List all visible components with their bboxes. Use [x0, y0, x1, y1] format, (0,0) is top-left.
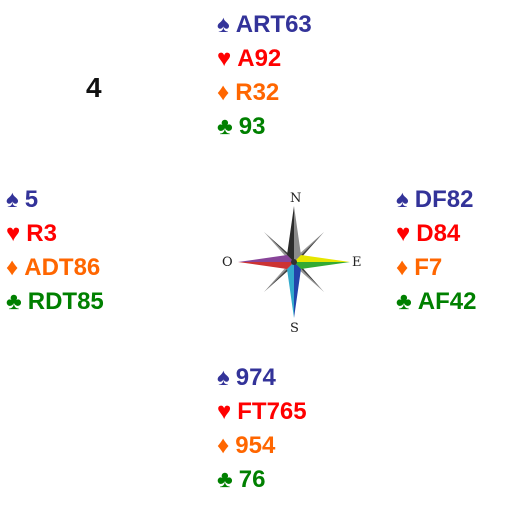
west-diamonds-line: ♦ADT86 — [6, 251, 104, 285]
south-clubs-line: ♣76 — [217, 463, 307, 497]
compass-rose: N E S O — [220, 188, 368, 336]
east-hearts-line: ♥D84 — [396, 217, 476, 251]
east-hearts-cards: D84 — [416, 220, 461, 247]
heart-icon: ♥ — [217, 45, 232, 72]
compass-east-label: E — [352, 255, 362, 270]
spade-icon: ♠ — [6, 186, 19, 213]
compass-south-point — [294, 262, 301, 318]
east-diamonds-line: ♦F7 — [396, 251, 476, 285]
compass-nw-point-shade — [264, 232, 294, 262]
hand-west: ♠5 ♥R3 ♦ADT86 ♣RDT85 — [6, 183, 104, 319]
north-diamonds-line: ♦R32 — [217, 76, 312, 110]
club-icon: ♣ — [6, 288, 22, 315]
compass-north-point — [287, 206, 294, 262]
north-clubs-line: ♣93 — [217, 110, 312, 144]
compass-north-label: N — [290, 191, 301, 206]
compass-ne-point-shade — [294, 232, 324, 262]
hand-north: ♠ART63 ♥A92 ♦R32 ♣93 — [217, 8, 312, 144]
north-spades-cards: ART63 — [235, 11, 312, 38]
compass-south-point-shade — [287, 262, 294, 318]
club-icon: ♣ — [396, 288, 412, 315]
west-spades-line: ♠5 — [6, 183, 104, 217]
south-diamonds-line: ♦954 — [217, 429, 307, 463]
south-diamonds-cards: 954 — [235, 432, 276, 459]
north-hearts-line: ♥A92 — [217, 42, 312, 76]
south-hearts-cards: FT765 — [237, 398, 307, 425]
south-spades-cards: 974 — [235, 364, 276, 391]
west-clubs-line: ♣RDT85 — [6, 285, 104, 319]
compass-rose-icon: N E S O — [222, 191, 362, 336]
east-clubs-line: ♣AF42 — [396, 285, 476, 319]
north-spades-line: ♠ART63 — [217, 8, 312, 42]
west-hearts-cards: R3 — [26, 220, 57, 247]
compass-west-point — [238, 262, 294, 269]
board-number: 4 — [86, 72, 102, 103]
compass-south-label: S — [290, 321, 299, 336]
north-clubs-cards: 93 — [238, 113, 266, 140]
east-spades-line: ♠DF82 — [396, 183, 476, 217]
compass-west-label: O — [222, 255, 233, 270]
south-hearts-line: ♥FT765 — [217, 395, 307, 429]
hand-south: ♠974 ♥FT765 ♦954 ♣76 — [217, 361, 307, 497]
compass-east-point — [294, 255, 350, 262]
compass-east-point-shade — [294, 262, 350, 269]
compass-sw-point-shade — [264, 262, 294, 292]
west-hearts-line: ♥R3 — [6, 217, 104, 251]
heart-icon: ♥ — [6, 220, 21, 247]
diamond-icon: ♦ — [217, 432, 230, 459]
compass-se-point-shade — [294, 262, 324, 292]
west-clubs-cards: RDT85 — [27, 288, 104, 315]
south-clubs-cards: 76 — [238, 466, 266, 493]
club-icon: ♣ — [217, 113, 233, 140]
north-diamonds-cards: R32 — [235, 79, 280, 106]
hand-east: ♠DF82 ♥D84 ♦F7 ♣AF42 — [396, 183, 476, 319]
north-hearts-cards: A92 — [237, 45, 282, 72]
spade-icon: ♠ — [217, 364, 230, 391]
diamond-icon: ♦ — [217, 79, 230, 106]
west-spades-cards: 5 — [24, 186, 39, 213]
diamond-icon: ♦ — [6, 254, 19, 281]
east-diamonds-cards: F7 — [414, 254, 443, 281]
diamond-icon: ♦ — [396, 254, 409, 281]
compass-north-point-shade — [294, 206, 301, 262]
compass-west-point-shade — [238, 255, 294, 262]
east-clubs-cards: AF42 — [417, 288, 477, 315]
heart-icon: ♥ — [396, 220, 411, 247]
spade-icon: ♠ — [396, 186, 409, 213]
heart-icon: ♥ — [217, 398, 232, 425]
compass-center — [291, 259, 297, 265]
west-diamonds-cards: ADT86 — [24, 254, 101, 281]
club-icon: ♣ — [217, 466, 233, 493]
spade-icon: ♠ — [217, 11, 230, 38]
south-spades-line: ♠974 — [217, 361, 307, 395]
east-spades-cards: DF82 — [414, 186, 474, 213]
